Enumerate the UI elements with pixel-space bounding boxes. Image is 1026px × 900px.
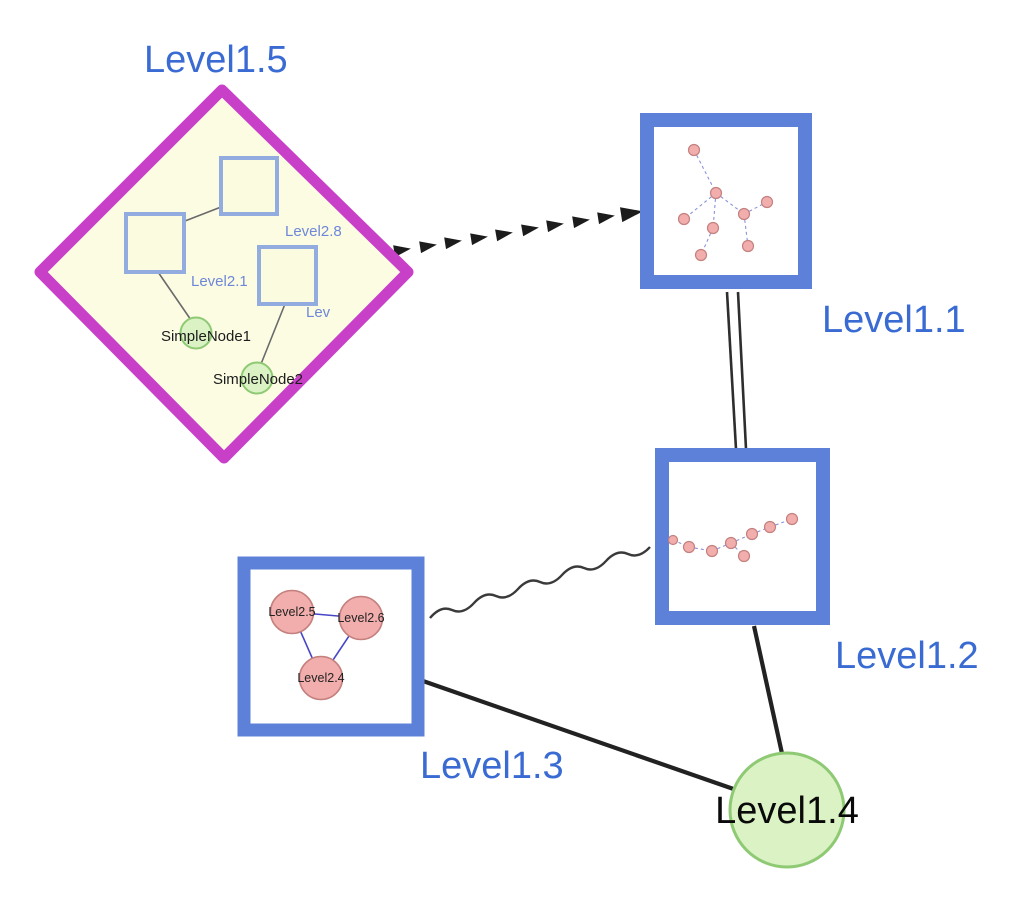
mini-node[interactable]	[745, 527, 759, 541]
label-level1-4: Level1.4	[715, 790, 859, 832]
mini-edge[interactable]	[683, 192, 717, 220]
mini-node[interactable]	[694, 248, 708, 262]
node-level2-5[interactable]	[269, 589, 315, 635]
mini-graph-level1-2	[667, 512, 799, 563]
mini-node[interactable]	[677, 212, 691, 226]
label-level2-6: Level2.6	[337, 611, 384, 625]
label-level2-4: Level2.4	[297, 671, 344, 685]
inner-edge-square-top-to-square-left[interactable]	[184, 206, 222, 222]
label-simplenode2: SimpleNode2	[213, 371, 303, 388]
mini-node[interactable]	[709, 186, 723, 200]
mini-node[interactable]	[737, 207, 751, 221]
mini-edge[interactable]	[693, 149, 717, 194]
inner-edge-square-left-to-simplenode1[interactable]	[157, 271, 192, 321]
circle-level1-4[interactable]	[728, 751, 846, 869]
label-level1-1: Level1.1	[822, 299, 966, 341]
group-rect-level1-2[interactable]	[655, 448, 830, 625]
label-level1-3: Level1.3	[420, 745, 564, 787]
mini-node[interactable]	[687, 143, 701, 157]
mini-graph-level1-3: Level2.5 Level2.6 Level2.4	[268, 589, 385, 701]
node-level2-1[interactable]	[124, 212, 186, 274]
label-level2-truncated: Lev	[306, 304, 331, 321]
mini-node[interactable]	[737, 549, 751, 563]
node-level1-5[interactable]: Level1.5 Level2.8 Level2.1 Lev SimpleNod…	[34, 39, 414, 464]
mini-node[interactable]	[724, 536, 738, 550]
label-level1-5: Level1.5	[144, 39, 288, 81]
mini-node[interactable]	[763, 520, 777, 534]
node-level2-8[interactable]	[219, 156, 279, 216]
edges-layer	[393, 207, 786, 795]
label-level1-2: Level1.2	[835, 635, 979, 677]
mini-node[interactable]	[682, 540, 696, 554]
mini-node[interactable]	[705, 544, 719, 558]
node-level1-1[interactable]: Level1.1	[640, 113, 966, 341]
mini-node[interactable]	[706, 221, 720, 235]
node-level2-truncated[interactable]	[257, 245, 318, 306]
inner-edge-square-right-to-simplenode2[interactable]	[260, 303, 286, 365]
edge-level1-3-to-level1-2[interactable]	[429, 546, 651, 619]
node-level2-6[interactable]	[338, 595, 384, 641]
node-level1-3[interactable]: Level2.5 Level2.6 Level2.4 Level1.3	[237, 556, 564, 787]
edge-level1-3-to-level1-4[interactable]	[422, 679, 746, 795]
node-simplenode2[interactable]	[240, 361, 274, 395]
mini-node[interactable]	[667, 534, 679, 546]
edge-level1-2-to-level1-4[interactable]	[751, 625, 786, 759]
mini-node[interactable]	[741, 239, 755, 253]
node-level1-4[interactable]: Level1.4	[715, 751, 859, 869]
label-level2-1: Level2.1	[191, 273, 248, 290]
mini-edge[interactable]	[743, 201, 768, 215]
edge-level1-5-to-level1-1[interactable]	[393, 207, 643, 258]
mini-node[interactable]	[760, 195, 774, 209]
edge-double-line-b[interactable]	[736, 291, 748, 450]
edge-level1-1-to-level1-2[interactable]	[725, 291, 748, 450]
group-rect-level1-3[interactable]	[237, 556, 425, 737]
mini-node[interactable]	[785, 512, 799, 526]
label-simplenode1: SimpleNode1	[161, 328, 251, 345]
mini-graph-level1-1	[677, 143, 774, 262]
edge-double-line-a[interactable]	[725, 291, 738, 450]
node-simplenode1[interactable]	[179, 316, 213, 350]
label-level2-8: Level2.8	[285, 223, 342, 240]
node-level1-2[interactable]: Level1.2	[655, 448, 979, 677]
label-level2-5: Level2.5	[268, 605, 315, 619]
diamond-shape-level1-5[interactable]	[34, 84, 414, 464]
node-level2-4[interactable]	[298, 655, 344, 701]
